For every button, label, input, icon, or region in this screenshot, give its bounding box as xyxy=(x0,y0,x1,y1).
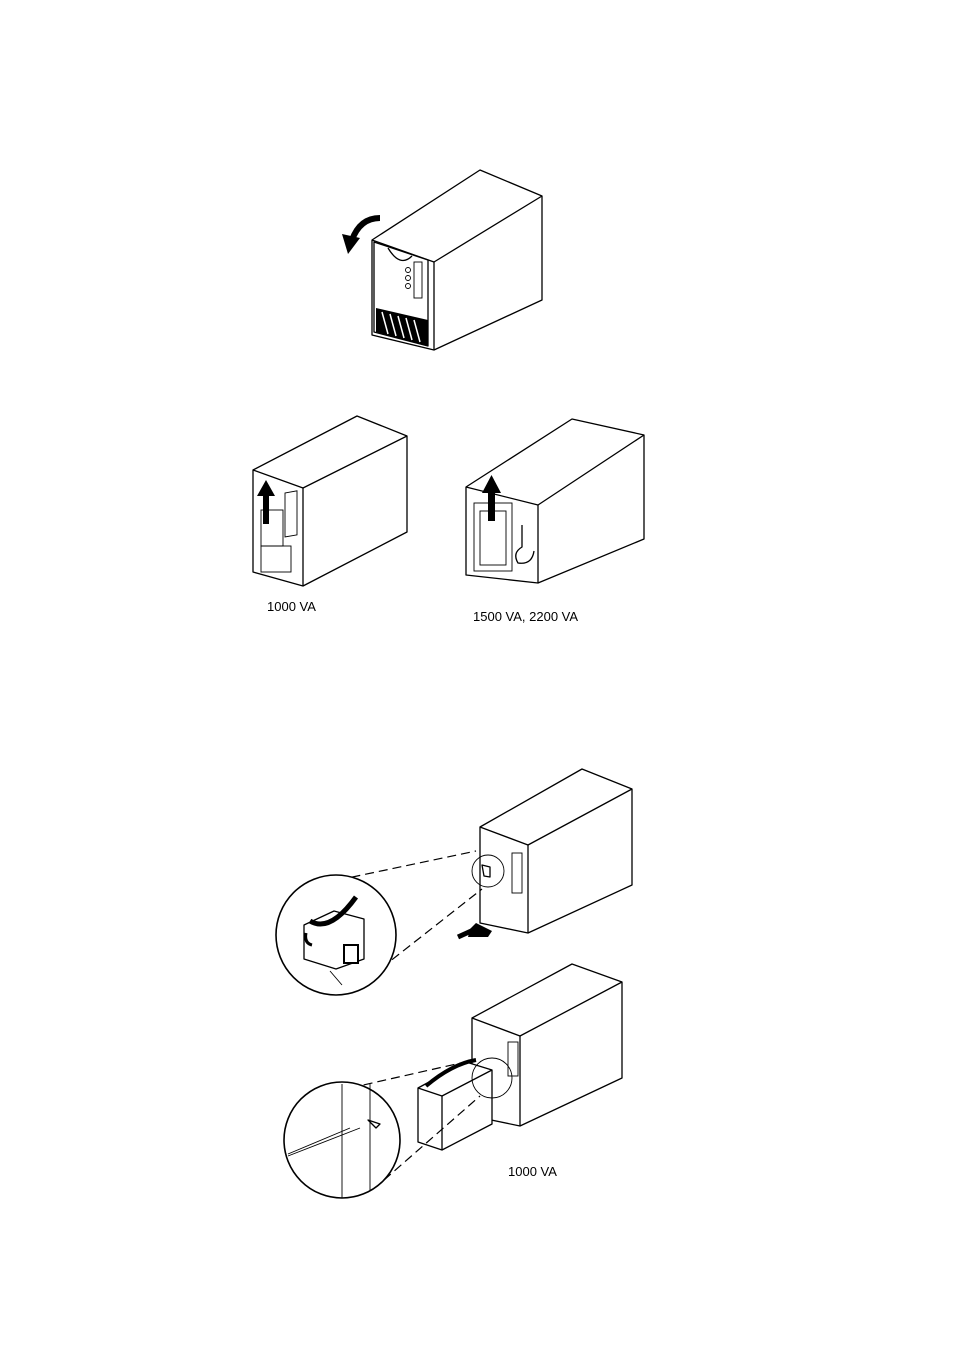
battery-removal-figure xyxy=(280,960,640,1200)
caption-1000va-battery: 1000 VA xyxy=(508,1164,557,1179)
caption-1500-2200va-back: 1500 VA, 2200 VA xyxy=(473,609,578,624)
caption-1000va-back: 1000 VA xyxy=(267,599,316,614)
back-panel-figure-large xyxy=(460,415,650,585)
front-cover-removal-figure xyxy=(330,160,560,360)
back-panel-figure xyxy=(245,410,415,590)
